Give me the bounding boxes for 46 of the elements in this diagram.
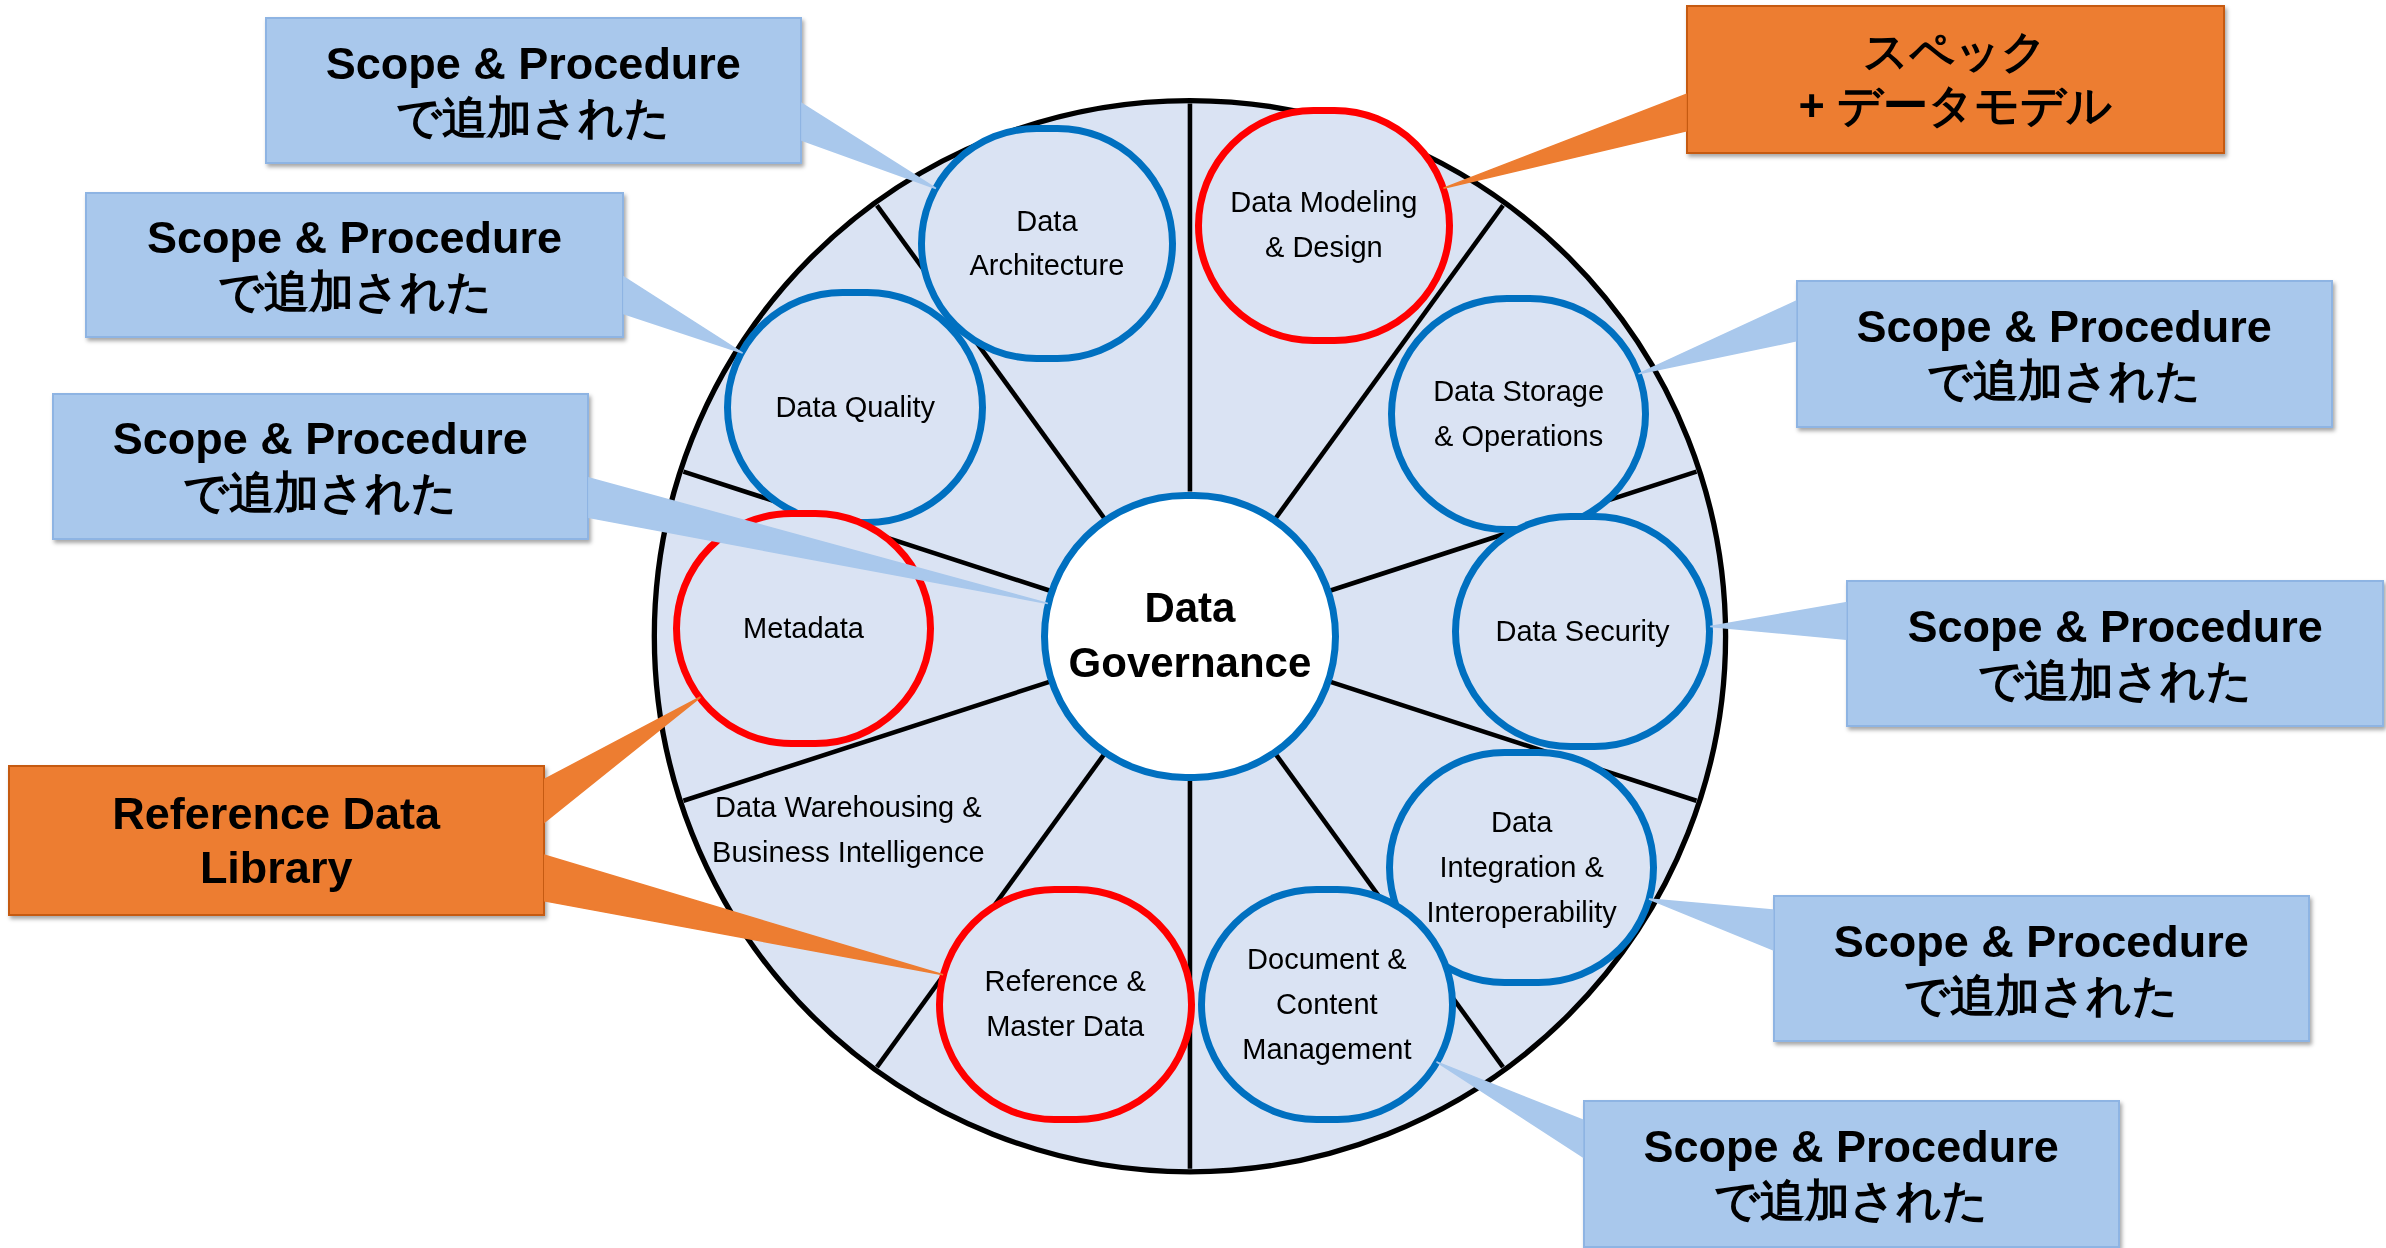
area-label: Data Warehousing & Business Intelligence: [711, 790, 986, 871]
hub-title: Data Governance: [1067, 583, 1313, 689]
note-callout: [7, 765, 545, 917]
leader-line: [544, 696, 702, 824]
callout-text: で追加された: [1904, 968, 2179, 1023]
callout-box: [51, 392, 589, 541]
leader-line: [1435, 1061, 1584, 1158]
area-label: Data Architecture: [968, 203, 1126, 284]
note-callout: [1686, 4, 2225, 154]
callout-text: で追加された: [1714, 1173, 1989, 1228]
area-label: Reference & Master Data: [983, 964, 1147, 1045]
callout-text: Scope & Procedure: [1856, 299, 2272, 354]
area-label: Document & Content Management: [1241, 941, 1413, 1067]
callout-text: スペック: [1863, 25, 2048, 80]
callout-text: Scope & Procedure: [112, 412, 528, 467]
callout-text: で追加された: [1978, 653, 2253, 708]
leader-line: [1648, 898, 1774, 951]
leader-line: [544, 854, 944, 976]
area-label: Data Quality: [775, 390, 935, 426]
callout-text: + データモデル: [1798, 79, 2113, 134]
area-label: Metadata: [742, 610, 864, 646]
callout-text: で追加された: [396, 90, 671, 145]
callout-box: [264, 16, 802, 165]
callout-text: Scope & Procedure: [1907, 599, 2323, 654]
callout-text: Reference Data Library: [111, 786, 442, 895]
callout-text: Scope & Procedure: [325, 36, 741, 91]
area-label: Data Storage & Operations: [1432, 373, 1606, 454]
callout-text: で追加された: [217, 264, 492, 319]
leader-line: [588, 476, 1049, 605]
leader-line: [1637, 300, 1797, 375]
callout-text: で追加された: [183, 466, 458, 521]
area-label: Data Security: [1495, 614, 1670, 649]
callout-box: [85, 191, 624, 338]
area-label: Data Modeling & Design: [1229, 185, 1419, 266]
callout-text: Scope & Procedure: [1643, 1119, 2059, 1174]
callout-box: [1582, 1100, 2120, 1248]
callout-box: [1845, 579, 2385, 728]
callout-text: Scope & Procedure: [146, 210, 563, 265]
callout-box: [1772, 894, 2310, 1043]
leader-line: [1709, 601, 1847, 641]
leader-line: [801, 102, 937, 190]
area-label: Data Integration & Interoperability: [1425, 804, 1618, 930]
leader-line: [1442, 93, 1687, 189]
leader-line: [623, 275, 744, 354]
callout-text: で追加された: [1927, 353, 2202, 408]
callout-text: Scope & Procedure: [1833, 914, 2249, 969]
